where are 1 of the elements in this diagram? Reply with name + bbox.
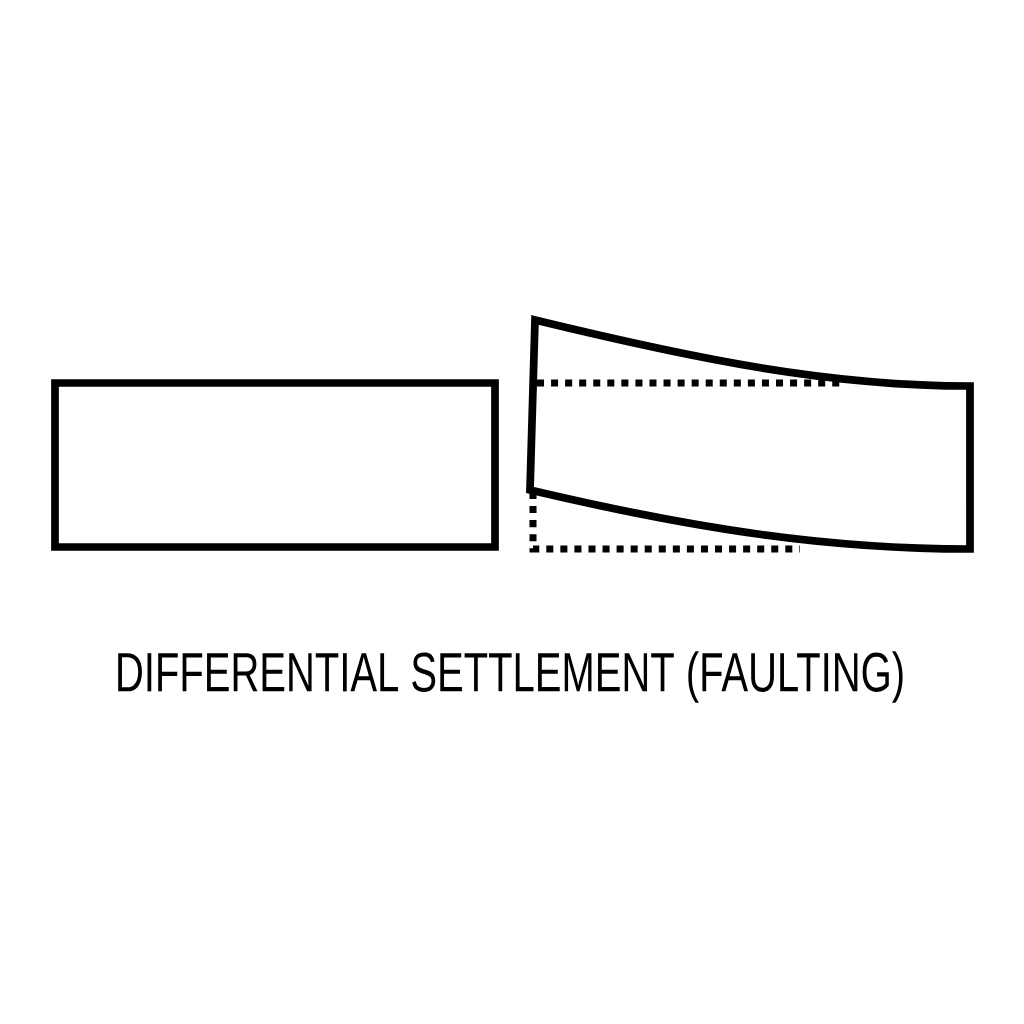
caption: DIFFERENTIAL SETTLEMENT (FAULTING): [118, 651, 903, 703]
